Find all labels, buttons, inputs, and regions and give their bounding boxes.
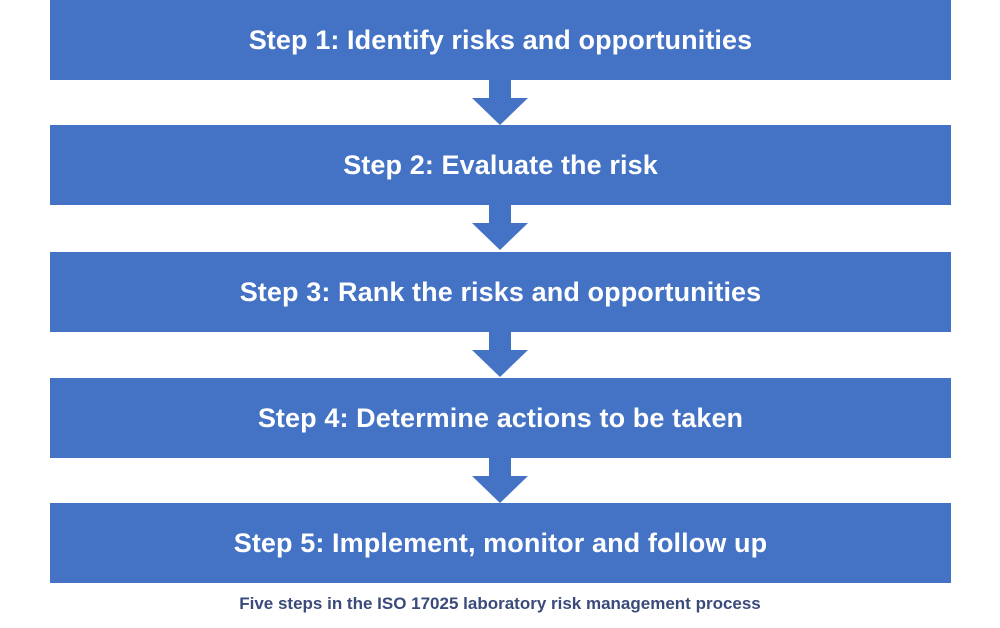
arrow-step3-to-step4-icon — [472, 332, 528, 377]
step-box-1: Step 1: Identify risks and opportunities — [50, 0, 951, 80]
step-label-4: Step 4: Determine actions to be taken — [257, 402, 744, 433]
step-box-4: Step 4: Determine actions to be taken — [50, 378, 951, 458]
step-box-5: Step 5: Implement, monitor and follow up — [50, 503, 951, 583]
diagram-caption: Five steps in the ISO 17025 laboratory r… — [239, 594, 761, 613]
arrow-step4-to-step5-icon — [472, 458, 528, 503]
step-label-5: Step 5: Implement, monitor and follow up — [233, 527, 768, 558]
step-box-3: Step 3: Rank the risks and opportunities — [50, 252, 951, 332]
arrow-step2-to-step3-icon — [472, 205, 528, 250]
step-label-3: Step 3: Rank the risks and opportunities — [239, 276, 762, 307]
step-label-1: Step 1: Identify risks and opportunities — [248, 24, 753, 55]
step-box-2: Step 2: Evaluate the risk — [50, 125, 951, 205]
step-label-2: Step 2: Evaluate the risk — [343, 149, 658, 180]
arrow-step1-to-step2-icon — [472, 80, 528, 125]
